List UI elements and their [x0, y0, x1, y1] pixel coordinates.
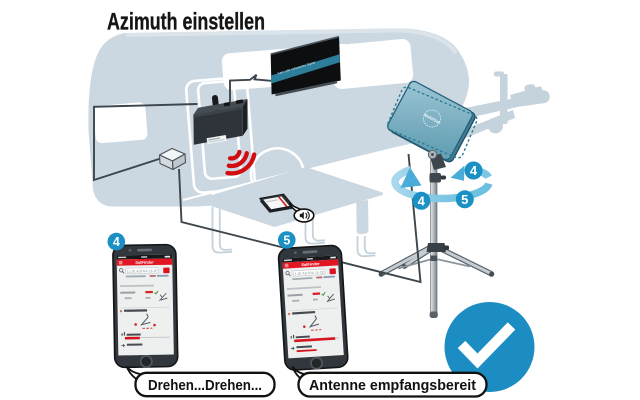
svg-text:11.2E ASTRA 19.2E: 11.2E ASTRA 19.2E [126, 269, 158, 274]
svg-text:Azimuth einstellen: Azimuth einstellen [107, 9, 265, 36]
svg-text:5: 5 [283, 234, 290, 248]
svg-text:11.2E ASTRA 19.2E: 11.2E ASTRA 19.2E [293, 270, 325, 276]
svg-text:4: 4 [113, 235, 120, 249]
svg-text:4: 4 [418, 194, 426, 209]
svg-text:5: 5 [461, 192, 468, 207]
svg-text:SatFinder: SatFinder [301, 261, 320, 267]
svg-text:Antenne empfangsbereit: Antenne empfangsbereit [309, 378, 476, 394]
svg-text:Drehen...Drehen...: Drehen...Drehen... [148, 378, 262, 394]
svg-text:SatFinder: SatFinder [135, 260, 154, 265]
svg-text:4: 4 [470, 163, 478, 178]
